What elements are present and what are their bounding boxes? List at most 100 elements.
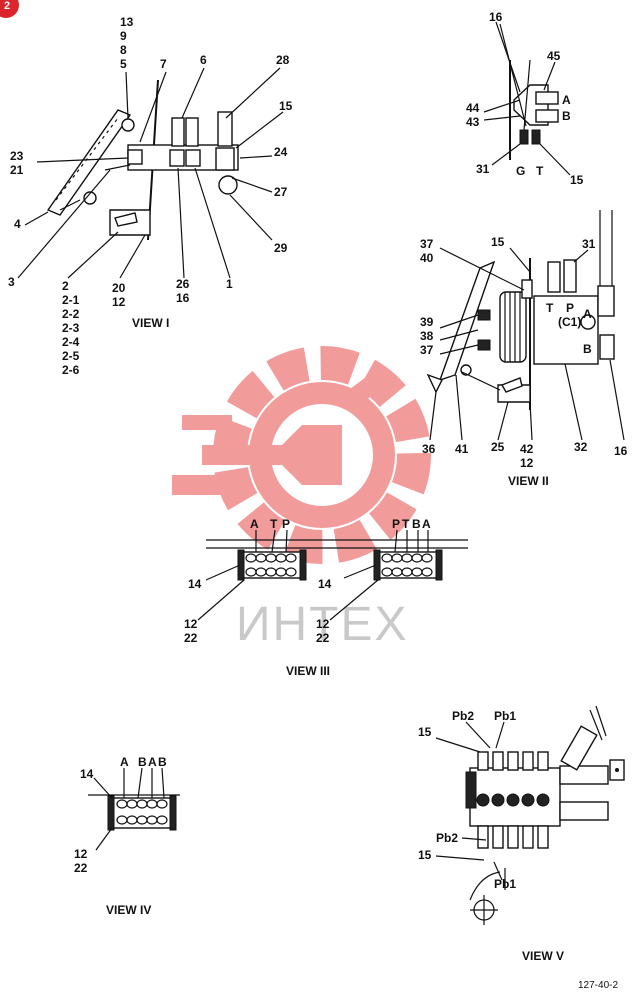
label-a: A [583,307,592,321]
view-5-drawing [465,705,625,925]
label-2-3: 2-3 [62,321,80,335]
label-14b: 14 [318,577,332,591]
label-pb1-bottom: Pb1 [494,877,516,891]
valve-port [536,793,550,807]
label-23: 23 [10,149,24,163]
label-p2: P [392,517,400,531]
o-ring [156,799,168,809]
label-15: 15 [279,99,293,113]
view-1-title: VIEW I [132,316,169,330]
label-42: 42 [520,442,534,456]
label-36: 36 [422,442,436,456]
label-a: A [250,517,259,531]
label-37b: 37 [420,343,434,357]
label-9: 9 [120,29,127,43]
label-12: 12 [112,295,126,309]
label-12: 12 [520,456,534,470]
label-12b: 12 [316,617,330,631]
label-21: 21 [10,163,24,177]
label-41: 41 [455,442,469,456]
label-27: 27 [274,185,288,199]
label-32: 32 [574,440,588,454]
label-15-bottom: 15 [418,848,432,862]
label-38: 38 [420,329,434,343]
valve-spool-cap [522,751,534,771]
label-16: 16 [614,444,628,458]
view-2-labels: 37 40 15 31 T P (C1) A B 39 38 37 36 41 … [420,235,628,488]
label-b2: B [158,755,167,769]
o-ring [156,815,168,825]
view-3-labels: A T P P T B A 14 14 12 22 12 22 VIEW III [184,517,431,678]
view-top-right-leaders [483,21,571,176]
label-22b: 22 [316,631,330,645]
label-13: 13 [120,15,134,29]
valve-spool-cap [477,751,489,771]
label-a2: A [148,755,157,769]
view-2-drawing [426,210,615,410]
label-a: A [562,93,571,107]
valve-port [521,793,535,807]
label-7: 7 [160,57,167,71]
label-24: 24 [274,145,288,159]
valve-spool-cap [492,751,504,771]
view-1-leaders [17,67,284,279]
label-3: 3 [8,275,15,289]
o-ring [285,553,297,563]
view-4-title: VIEW IV [106,903,151,917]
watermark-logo [172,346,431,564]
label-4: 4 [14,217,21,231]
label-16: 16 [489,10,503,24]
label-16: 16 [176,291,190,305]
page-badge: 2 [0,0,19,18]
label-2: 2 [62,279,69,293]
label-2-4: 2-4 [62,335,80,349]
label-b1: B [138,755,147,769]
label-20: 20 [112,281,126,295]
label-39: 39 [420,315,434,329]
label-31: 31 [582,237,596,251]
label-25: 25 [491,440,505,454]
o-ring [421,567,433,577]
label-t2: T [402,517,410,531]
label-c1: (C1) [558,315,581,329]
o-ring [421,553,433,563]
label-22a: 22 [184,631,198,645]
view-1-drawing [46,79,239,241]
view-4-labels: A B A B 14 12 22 VIEW IV [74,755,167,917]
label-45: 45 [547,49,561,63]
label-t: T [270,517,278,531]
label-43: 43 [466,115,480,129]
view-2-leaders [429,247,625,441]
label-t: T [536,164,544,178]
label-6: 6 [200,53,207,67]
label-a2: A [422,517,431,531]
label-p: P [282,517,290,531]
label-14a: 14 [188,577,202,591]
valve-port [476,793,490,807]
label-b: B [562,109,571,123]
label-31: 31 [476,162,490,176]
label-b: B [583,342,592,356]
view-3-leaders [197,529,429,621]
label-40: 40 [420,251,434,265]
valve-port [506,793,520,807]
label-2-5: 2-5 [62,349,80,363]
label-p: P [566,301,574,315]
valve-spool-cap [507,751,519,771]
label-pb1-top: Pb1 [494,709,516,723]
view-5-title: VIEW V [522,949,564,963]
view-5-labels: Pb2 Pb1 15 Pb2 15 Pb1 VIEW V [418,709,564,963]
label-a: A [120,755,129,769]
label-2-2: 2-2 [62,307,80,321]
label-g: G [516,164,525,178]
label-15: 15 [491,235,505,249]
view-top-right-labels: 16 45 A B 44 43 31 G T 15 [466,10,584,187]
label-pb2-bottom: Pb2 [436,831,458,845]
view-1-labels: 13 9 8 5 7 6 28 15 23 21 24 27 4 29 3 2 … [8,15,293,377]
label-12: 12 [74,847,88,861]
label-15: 15 [570,173,584,187]
label-14: 14 [80,767,94,781]
view-4-leaders [93,767,165,851]
label-22: 22 [74,861,88,875]
valve-spool-cap [492,825,504,849]
